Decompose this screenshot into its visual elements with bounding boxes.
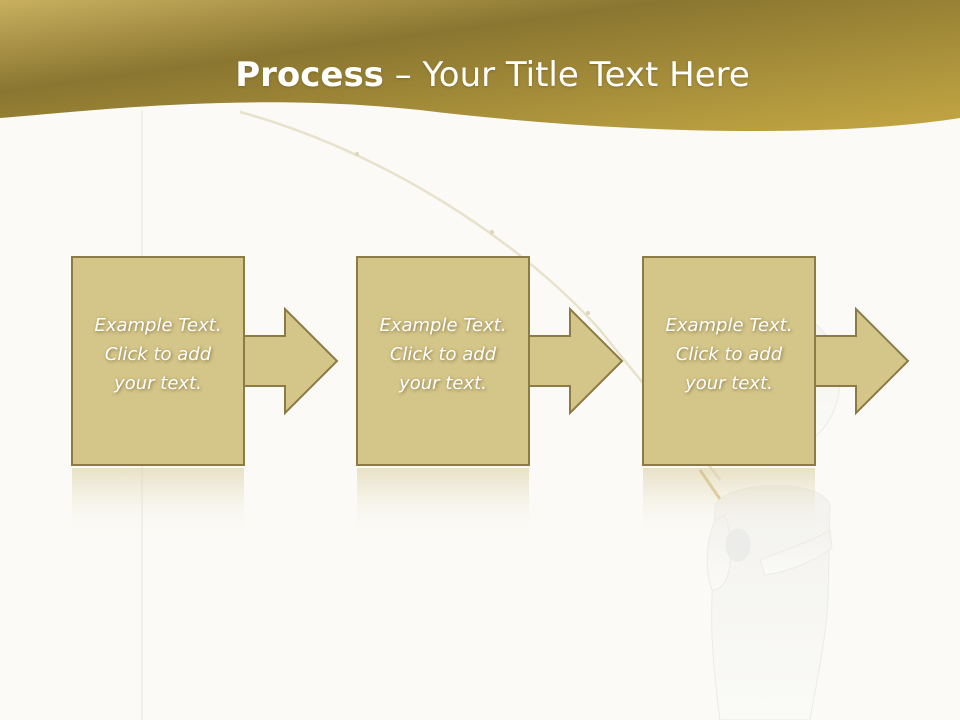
box-reflection [643,468,815,538]
step-text-1[interactable]: Example Text. Click to add your text. [72,311,244,398]
step-line: your text. [685,373,773,394]
step-line: Click to add [675,344,783,365]
box-reflection [357,468,529,538]
step-line: Example Text. [665,315,793,336]
title-bold: Process [235,55,384,95]
step-text-3[interactable]: Example Text. Click to add your text. [643,311,815,398]
box-reflection [72,468,244,538]
step-line: your text. [399,373,487,394]
step-line: Example Text. [94,315,222,336]
step-line: Click to add [389,344,497,365]
step-line: Click to add [104,344,212,365]
page-title[interactable]: Process – Your Title Text Here [0,52,960,98]
title-rest: – Your Title Text Here [383,55,750,95]
step-line: your text. [114,373,202,394]
step-line: Example Text. [379,315,507,336]
step-text-2[interactable]: Example Text. Click to add your text. [357,311,529,398]
header-band [0,0,960,132]
